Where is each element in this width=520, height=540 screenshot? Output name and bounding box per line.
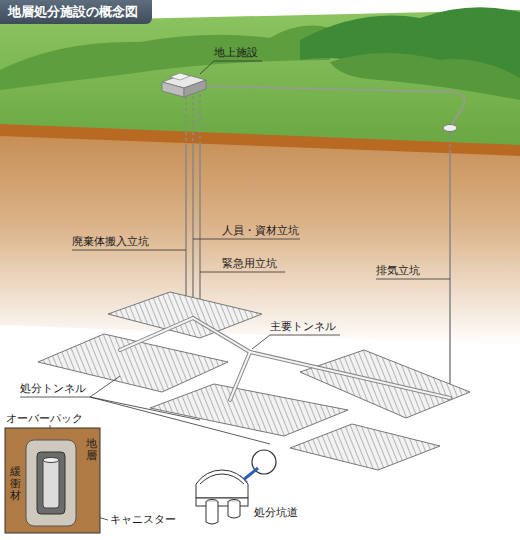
disposal-gallery (196, 470, 248, 524)
part-label: キャニスター (110, 513, 176, 527)
exhaust-shaft (449, 132, 451, 150)
shaft-label: 人員・資材立坑 (222, 224, 299, 238)
part-label: 緩衝材 (10, 466, 21, 502)
shafts (186, 94, 200, 320)
facility-label: 地上施設 (214, 46, 258, 60)
hill (330, 53, 520, 100)
gallery-label: 処分坑道 (254, 506, 298, 520)
tunnel-label: 処分トンネル (20, 382, 86, 396)
exhaust-shaft (449, 150, 451, 398)
road (205, 86, 465, 124)
earth-layer (0, 130, 520, 345)
exhaust-opening (443, 125, 457, 132)
hill (0, 26, 330, 90)
shaft-label: 廃棄体搬入立坑 (72, 235, 149, 249)
part-label: オーバーパック (6, 412, 83, 426)
tunnel-label: 主要トンネル (270, 320, 336, 334)
inset (5, 428, 100, 533)
shaft-label: 排気立坑 (376, 264, 420, 278)
title-bar: 地層処分施設の概念図 (0, 0, 152, 24)
disposal-panels (38, 292, 470, 470)
surface-facility (162, 73, 206, 97)
main-tunnel-core (120, 318, 450, 400)
layer-label: 地層 (86, 438, 97, 462)
shaft-label: 緊急用立坑 (222, 257, 277, 271)
main-tunnel (120, 318, 450, 400)
